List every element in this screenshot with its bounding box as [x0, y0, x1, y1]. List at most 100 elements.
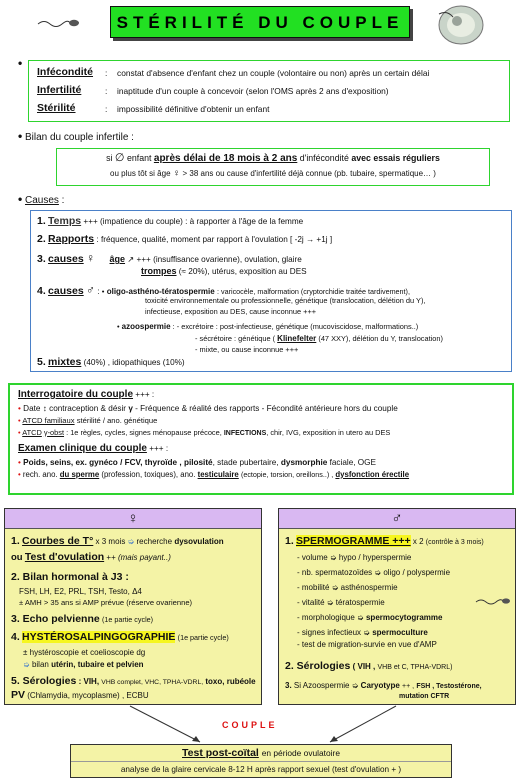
interro-text: contraception & désir: [49, 404, 127, 413]
item-text: ( VIH ,: [352, 662, 376, 671]
item-term: 5. Sérologies: [11, 675, 77, 687]
item-term: Test d'ovulation: [24, 551, 105, 563]
arrow-right-icon: ➭: [329, 553, 337, 562]
couple-label: COUPLE: [222, 720, 278, 730]
interro-line: • ATCD familiaux stérilité / ano. généti…: [18, 416, 158, 425]
arrow-up-right-icon: ↗: [127, 255, 135, 264]
female-item: 4. HYSTÉROSALPINGOGRAPHIE (1e partie cyc…: [11, 631, 229, 644]
interro-text: , chir, IVG, exposition in utero au DES: [266, 428, 391, 437]
definition-row: Infertilité : inaptitude d'un couple à c…: [37, 82, 501, 100]
interro-atcd: ATCD familiaux: [22, 416, 75, 425]
bilan-box: si ∅ enfant après délai de 18 mois à 2 a…: [56, 148, 490, 186]
spermo-item: - nb. spermatozoïdes ➭ oligo / polysperm…: [297, 568, 450, 578]
spermo-result: hypo / hyperspermie: [338, 553, 412, 562]
exam-text: dysfonction érectile: [335, 470, 410, 479]
male-item: 1. SPERMOGRAMME +++ x 2 (contrôle à 3 mo…: [285, 535, 484, 548]
cause-row: - mixte, ou cause inconnue +++: [195, 345, 298, 354]
cause-text: +++ (impatience du couple) : à rapporter…: [83, 217, 304, 226]
exam-text: (ectopie, torsion, oreillons..) ,: [240, 470, 334, 479]
cause-row: - sécrétoire : génétique ( Klinefelter (…: [195, 334, 443, 344]
cause-term: Rapports: [48, 233, 95, 245]
item-text: ++ ,: [402, 683, 415, 690]
definition-text: constat d'absence d'enfant chez un coupl…: [117, 67, 430, 78]
item-text: x 3 mois: [95, 537, 126, 546]
gamma-symbol-icon: γ: [128, 404, 133, 413]
definition-colon: :: [105, 67, 108, 78]
spermo-param: - vitalité: [297, 598, 325, 607]
post-coital-test-box: Test post-coïtal en période ovulatoire a…: [70, 744, 452, 778]
female-item: 5. Sérologies : VIH, VHB complet, VHC, T…: [11, 675, 256, 688]
cause-term: causes: [48, 285, 84, 297]
definition-row: Stérilité : impossibilité définitive d'o…: [37, 100, 501, 118]
spermo-param: - morphologique: [297, 613, 355, 622]
arrow-right-icon: ➭: [326, 598, 334, 607]
ovum-icon: [438, 5, 484, 45]
interro-heading: Interrogatoire du couple +++ :: [18, 389, 504, 404]
exam-line: • rech. ano. du sperme (profession, toxi…: [18, 470, 410, 479]
exam-heading: Examen clinique du couple +++ :: [18, 443, 504, 458]
item-term: HYSTÉROSALPINGOGRAPHIE: [22, 631, 176, 643]
spermo-item: - signes infectieux ➭ spermoculture: [297, 628, 428, 638]
female-symbol-header: ♀: [5, 509, 261, 529]
bilan-delay: après délai de 18 mois à 2 ans: [153, 153, 298, 164]
arrow-right-icon: ➭: [363, 628, 370, 637]
cause-text: : varicocèle, malformation (cryptorchidi…: [217, 287, 410, 296]
bullet-icon: •: [18, 56, 23, 70]
cause-number: 5.: [37, 356, 46, 368]
definition-term: Stérilité: [37, 102, 76, 115]
bilan-heading: • Bilan du couple infertile :: [18, 129, 134, 145]
cause-row: 3. causes ♀ âge ↗ +++ (insuffisance ovar…: [37, 251, 302, 266]
item-text: recherche: [136, 537, 173, 546]
spermo-result: spermocytogramme: [365, 613, 443, 622]
item-term: 3. Echo pelvienne: [11, 613, 100, 625]
cause-text: +++ (insuffisance ovarienne), ovulation,…: [136, 255, 302, 264]
cause-row: 5. mixtes (40%) , idiopathiques (10%): [37, 356, 185, 369]
female-item: ou Test d'ovulation ++ (mais payant..): [11, 551, 171, 564]
female-exams-box: ♀ 1. Courbes de T° x 3 mois ➭ recherche …: [4, 508, 262, 705]
arrow-right-icon: ➭: [357, 613, 364, 622]
interrogatoire-box: Interrogatoire du couple +++ : • Date ↕ …: [8, 383, 514, 495]
test-title-suffix: en période ovulatoire: [261, 748, 340, 758]
spermo-result: oligo / polyspermie: [383, 568, 451, 577]
arrow-right-icon: ➭: [127, 537, 135, 546]
item-term: PV: [11, 689, 26, 701]
arrow-right-icon: ➭: [351, 681, 359, 690]
arrow-right-icon: ➭: [374, 568, 382, 577]
causes-heading-colon: :: [61, 195, 65, 206]
interro-text: stérilité / ano. génétique: [76, 416, 158, 425]
bilan-text: enfant: [126, 153, 152, 163]
definition-term: Infertilité: [37, 84, 82, 97]
definition-term: Infécondité: [37, 66, 94, 79]
spermo-item: - morphologique ➭ spermocytogramme: [297, 613, 442, 623]
male-item: 3. Si Azoospermie ➭ Caryotype ++ , FSH ,…: [285, 681, 482, 692]
klinefelter-term: Klinefelter: [277, 334, 317, 343]
item-text: ou: [11, 552, 23, 563]
bilan-text: > 38 ans ou cause d'infertilité déjà con…: [182, 168, 436, 178]
exam-text: (profession, toxiques), ano.: [101, 470, 196, 479]
interro-atcd: ATCD: [22, 428, 42, 437]
interro-text: : 1e règles, cycles, signes ménopause pr…: [66, 428, 222, 437]
spermo-item: - mobilité ➭ asthénospermie: [297, 583, 398, 593]
exam-text: rech. ano.: [22, 470, 58, 479]
cause-text: infectieuse, exposition au DES, cause in…: [145, 307, 317, 316]
interro-atcd: -obst: [47, 428, 65, 437]
cause-subterm: azoospermie: [121, 322, 171, 331]
item-text: Si Azoospermie: [293, 681, 350, 690]
cause-text: ou cause inconnue +++: [221, 345, 299, 354]
spermo-param: - mobilité: [297, 583, 330, 592]
item-text: ++: [106, 553, 116, 562]
female-item: ➭ bilan utérin, tubaire et pelvien: [23, 660, 144, 670]
cause-number: 2.: [37, 233, 46, 245]
item-text: (mais payant..): [117, 553, 171, 562]
cause-subterm: trompes: [141, 266, 177, 276]
interro-heading-suffix: +++ :: [135, 390, 155, 399]
cause-row: trompes (≈ 20%), utérus, exposition au D…: [141, 266, 307, 277]
female-symbol-icon: ♀: [172, 167, 181, 179]
cause-text: (≈ 20%), utérus, exposition au DES: [178, 267, 307, 276]
arrow-right-icon: ➭: [23, 660, 30, 669]
spermo-item: - test de migration-survie en vue d'AMP: [297, 640, 437, 650]
causes-heading: • Causes :: [18, 192, 64, 208]
exam-text: pilosité: [183, 458, 213, 467]
exam-text: , stade pubertaire,: [212, 458, 279, 467]
item-number: 4.: [11, 631, 20, 643]
